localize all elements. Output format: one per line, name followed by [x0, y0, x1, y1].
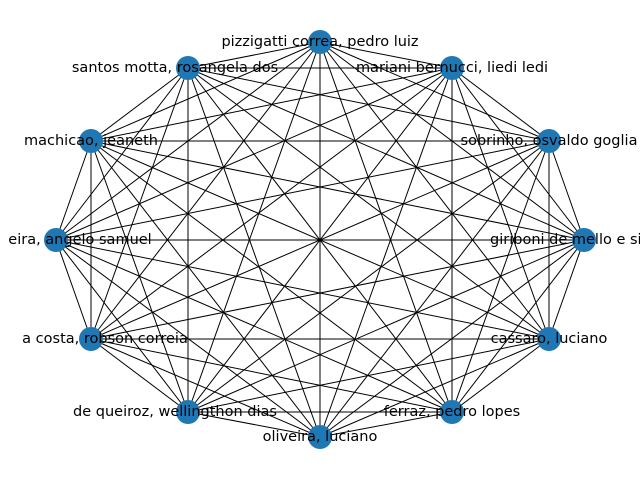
- node-label-n1: mariani bernucci, liedi ledi: [356, 60, 548, 76]
- edge-n8-n11: [90, 67, 189, 340]
- edge-n2-n11: [187, 67, 550, 142]
- edge-n0-n11: [187, 41, 321, 69]
- edge-n5-n6: [319, 411, 453, 438]
- edge-n2-n7: [187, 140, 550, 413]
- node-n10: [79, 129, 103, 153]
- node-label-n4: cassaro, luciano: [491, 331, 608, 347]
- edge-n1-n6: [319, 67, 453, 438]
- edge-n3-n8: [90, 239, 585, 340]
- node-n1: [440, 56, 464, 80]
- node-label-n9: eira, angelo samuel: [8, 232, 151, 248]
- node-label-n0: pizzigatti correa, pedro luiz: [221, 34, 418, 50]
- edge-n7-n9: [55, 239, 189, 413]
- edge-n5-n11: [187, 67, 453, 413]
- edge-n0-n7: [187, 41, 321, 413]
- node-n9: [44, 228, 68, 252]
- edge-n0-n1: [319, 41, 453, 69]
- node-label-n7: de queiroz, wellingthon dias: [73, 404, 277, 420]
- edge-n4-n9: [55, 239, 550, 340]
- edge-n9-n11: [55, 67, 189, 241]
- edge-n2-n9: [55, 140, 550, 241]
- edge-n6-n10: [90, 140, 321, 438]
- node-n11: [176, 56, 200, 80]
- label-layer: pizzigatti correa, pedro luiz mariani ber…: [8, 34, 640, 445]
- edge-n0-n5: [319, 41, 453, 413]
- edge-n4-n5: [451, 338, 550, 413]
- edge-n6-n11: [187, 67, 321, 438]
- node-n4: [537, 327, 561, 351]
- node-label-n2: sobrinho, osvaldo goglia: [461, 133, 638, 149]
- edge-n4-n6: [319, 338, 550, 438]
- node-label-n5: ferraz, pedro lopes: [384, 404, 520, 420]
- node-n2: [537, 129, 561, 153]
- edge-n3-n4: [548, 239, 585, 340]
- edge-n1-n8: [90, 67, 453, 340]
- node-n3: [572, 228, 596, 252]
- edge-layer: [55, 41, 585, 438]
- edge-n4-n11: [187, 67, 550, 340]
- node-layer: [44, 30, 596, 449]
- node-n7: [176, 400, 200, 424]
- node-label-n6: oliveira, luciano: [263, 429, 378, 445]
- node-label-n10: machicao, jeaneth: [24, 133, 158, 149]
- edge-n5-n9: [55, 239, 453, 413]
- node-label-n11: santos motta, rosangela dos: [72, 60, 278, 76]
- edge-n6-n7: [187, 411, 321, 438]
- edge-n2-n3: [548, 140, 585, 241]
- node-label-n3: giriboni de mello e silva, t: [490, 232, 640, 248]
- edge-n7-n10: [90, 140, 189, 413]
- edge-n5-n8: [90, 338, 453, 413]
- edge-n3-n11: [187, 67, 585, 241]
- node-n8: [79, 327, 103, 351]
- edge-n5-n10: [90, 140, 453, 413]
- edge-n10-n11: [90, 67, 189, 142]
- node-n6: [308, 425, 332, 449]
- edge-n6-n8: [90, 338, 321, 438]
- node-n5: [440, 400, 464, 424]
- edge-n9-n10: [55, 140, 92, 241]
- edge-n1-n2: [451, 67, 550, 142]
- edge-n7-n8: [90, 338, 189, 413]
- node-label-n8: a costa, robson correia: [22, 331, 188, 347]
- node-n0: [308, 30, 332, 54]
- edge-n3-n10: [90, 140, 585, 241]
- edge-n8-n9: [55, 239, 92, 340]
